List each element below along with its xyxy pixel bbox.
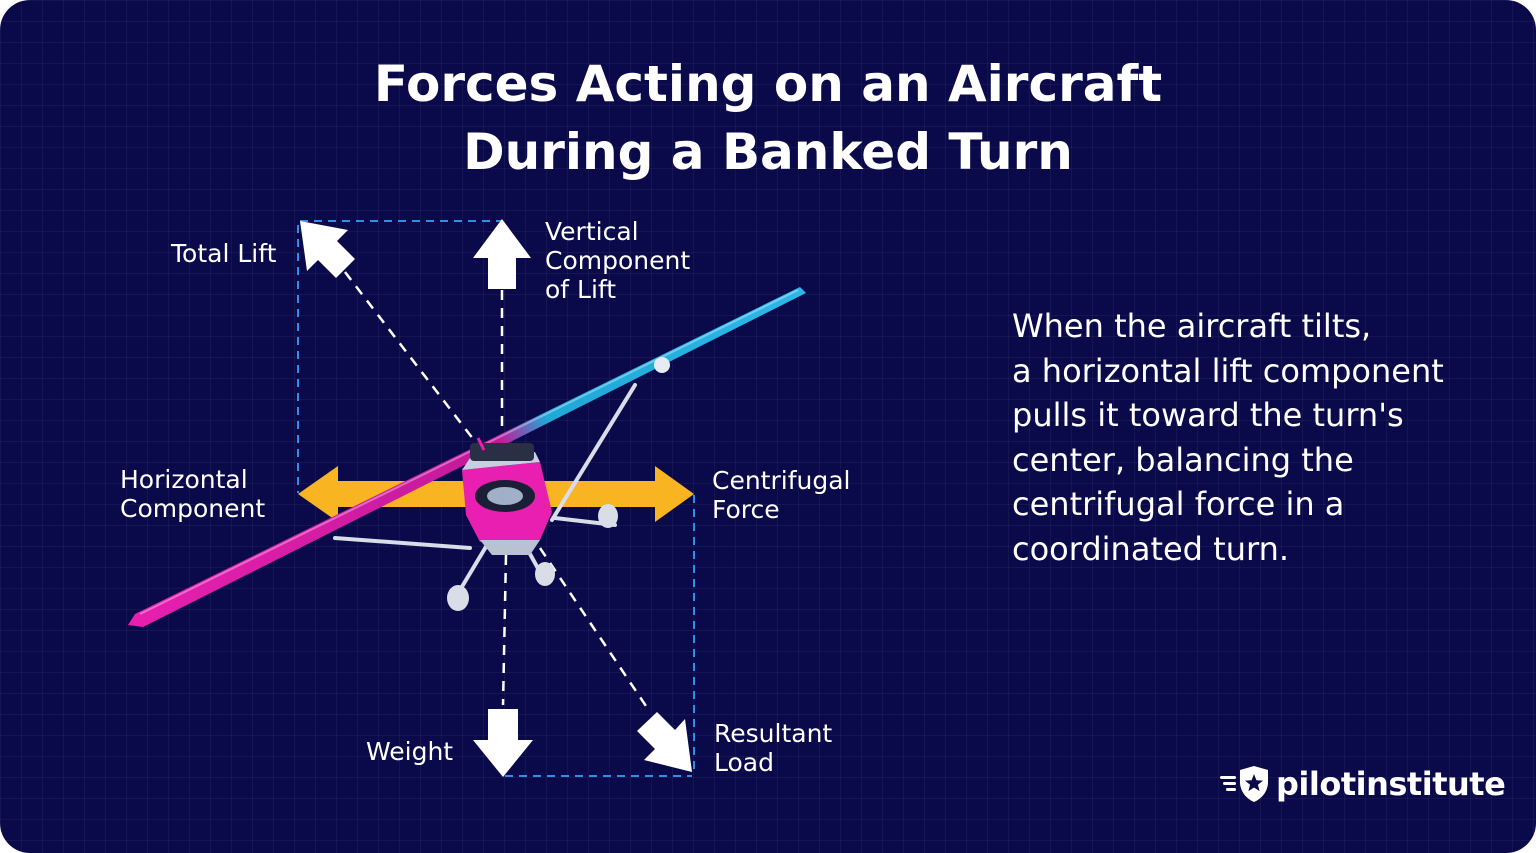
description-line-6: coordinated turn.: [1012, 529, 1290, 568]
vertical-lift-arrowhead: [473, 219, 531, 289]
description-text: When the aircraft tilts, a horizontal li…: [1012, 304, 1482, 571]
aircraft-illustration: [128, 287, 806, 627]
description-line-5: centrifugal force in a: [1012, 485, 1345, 523]
vertical-component-label: Vertical Component of Lift: [545, 217, 690, 304]
title-line-1: Forces Acting on an Aircraft: [373, 55, 1163, 113]
total-lift-arrowhead: [300, 221, 355, 278]
resultant-load-line-2: Load: [714, 748, 774, 777]
weight-arrowhead: [473, 709, 533, 777]
centrifugal-force-line-2: Force: [712, 495, 780, 524]
resultant-load-arrowhead: [637, 712, 692, 772]
resultant-load-label: Resultant Load: [714, 719, 832, 777]
lift-parallelogram-lines: [297, 220, 502, 493]
horizontal-component-label: Horizontal Component: [120, 465, 265, 523]
description-line-1: When the aircraft tilts,: [1012, 307, 1372, 345]
description-line-3: pulls it toward the turn's: [1012, 396, 1404, 434]
logo-text: pilotinstitute: [1276, 765, 1506, 803]
description-line-4: center, balancing the: [1012, 440, 1354, 479]
pilot-institute-logo: pilotinstitute: [1220, 762, 1506, 806]
title-line-2: During a Banked Turn: [463, 123, 1073, 181]
weight-label: Weight: [366, 737, 453, 766]
shield-star-wings-icon: [1220, 766, 1268, 802]
force-lines: [344, 271, 652, 713]
total-lift-text: Total Lift: [171, 239, 277, 268]
description-line-2: a horizontal lift component: [1012, 351, 1444, 390]
vertical-component-line-3: of Lift: [545, 275, 617, 304]
weight-text: Weight: [366, 737, 454, 766]
horizontal-component-line-2: Component: [120, 494, 266, 523]
vertical-component-line-1: Vertical: [545, 217, 639, 246]
diagram-title: Forces Acting on an Aircraft During a Ba…: [0, 50, 1536, 186]
load-parallelogram-lines: [505, 495, 695, 777]
resultant-load-line-1: Resultant: [714, 719, 833, 748]
centrifugal-force-label: Centrifugal Force: [712, 466, 851, 524]
vertical-component-line-2: Component: [545, 246, 691, 275]
centrifugal-force-line-1: Centrifugal: [712, 466, 851, 495]
total-lift-label: Total Lift: [171, 239, 276, 268]
horizontal-component-line-1: Horizontal: [120, 465, 248, 494]
